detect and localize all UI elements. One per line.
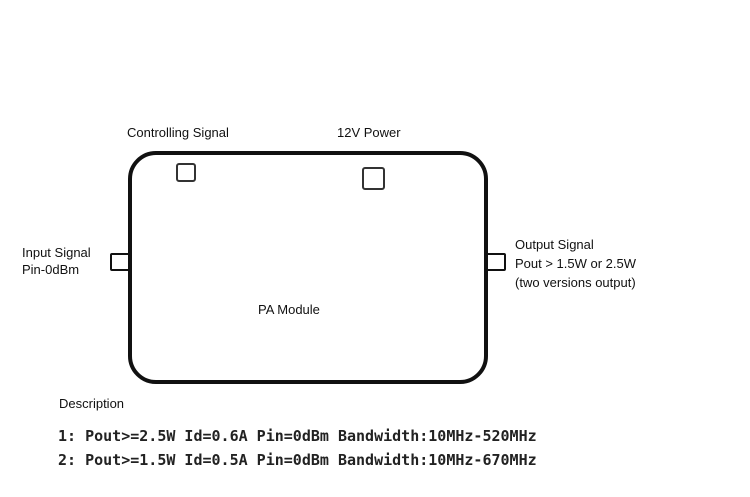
controlling-signal-label: Controlling Signal	[127, 125, 229, 140]
description-line-1: 1: Pout>=2.5W Id=0.6A Pin=0dBm Bandwidth…	[58, 427, 537, 445]
module-label: PA Module	[258, 302, 320, 317]
input-connector	[110, 253, 130, 271]
input-level-label: Pin-0dBm	[22, 262, 80, 277]
power-port	[362, 167, 385, 190]
output-versions-label: (two versions output)	[515, 275, 636, 290]
description-line-2: 2: Pout>=1.5W Id=0.5A Pin=0dBm Bandwidth…	[58, 451, 537, 469]
output-signal-label: Output Signal	[515, 237, 594, 252]
output-connector	[486, 253, 506, 271]
output-power-label: Pout > 1.5W or 2.5W	[515, 256, 637, 271]
pa-module-box	[128, 151, 488, 384]
power-label: 12V Power	[337, 125, 401, 140]
controlling-signal-port	[176, 163, 196, 182]
input-signal-label: Input Signal	[22, 245, 91, 260]
description-heading: Description	[59, 396, 125, 411]
